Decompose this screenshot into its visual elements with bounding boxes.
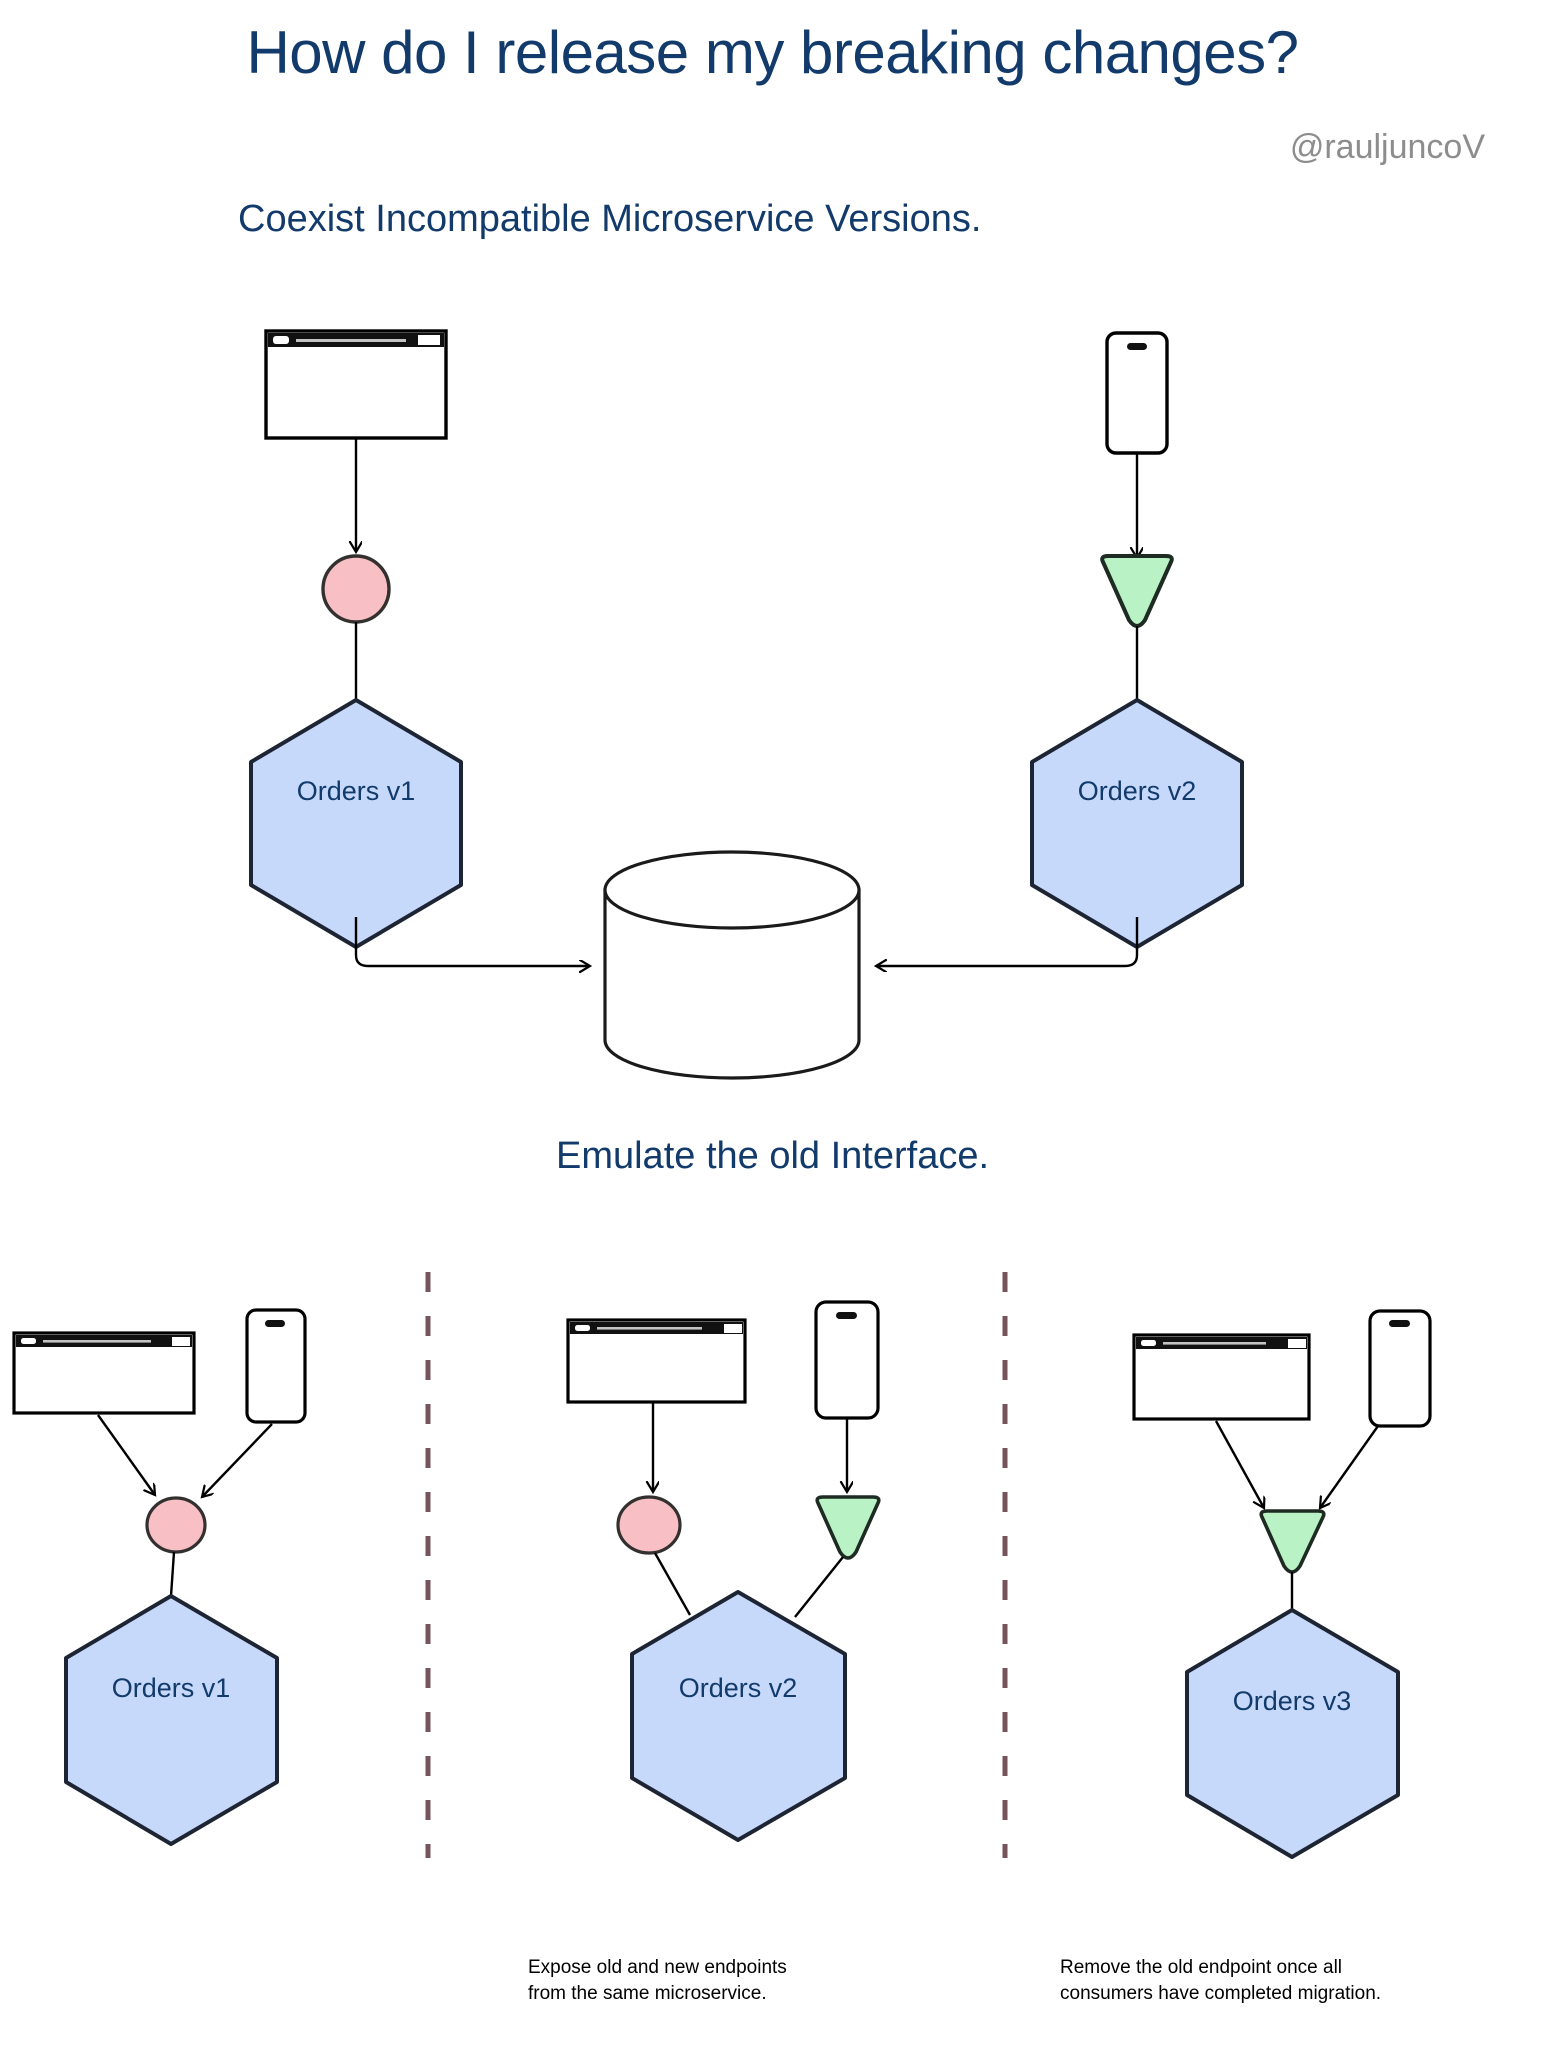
green-triangle-endpoint-icon <box>1259 1509 1326 1574</box>
service-hexagon-orders-v2: Orders v2 <box>630 1590 847 1842</box>
mobile-phone-icon <box>1368 1309 1432 1428</box>
mobile-phone-icon <box>814 1300 880 1420</box>
browser-window-icon <box>1132 1333 1311 1421</box>
service-hexagon-orders-v3: Orders v3 <box>1185 1608 1400 1859</box>
panel-2-caption: Expose old and new endpoints from the sa… <box>528 1957 787 2004</box>
mobile-phone-icon <box>245 1308 307 1424</box>
panel-3: Orders v3 <box>1132 1309 1432 1859</box>
hexagon-label: Orders v1 <box>297 776 416 806</box>
panel-3-caption: Remove the old endpoint once all consume… <box>1060 1957 1382 2004</box>
section-heading-coexist: Coexist Incompatible Microservice Versio… <box>238 198 982 240</box>
hexagon-label: Orders v2 <box>1078 776 1197 806</box>
pink-circle-endpoint-icon <box>321 554 391 624</box>
mobile-phone-icon <box>1105 331 1169 455</box>
pink-circle-endpoint-icon <box>616 1495 682 1555</box>
hexagon-label: Orders v1 <box>112 1673 231 1703</box>
page-title: How do I release my breaking changes? <box>246 19 1299 86</box>
browser-window-icon <box>12 1331 196 1415</box>
pink-circle-endpoint-icon <box>145 1496 207 1554</box>
database-cylinder-icon <box>603 850 861 1080</box>
panel-1: Orders v1 <box>12 1308 307 1846</box>
service-hexagon-orders-v1: Orders v1 <box>64 1594 279 1846</box>
panel-2: Orders v2 <box>566 1300 881 1842</box>
green-triangle-endpoint-icon <box>1100 554 1174 628</box>
hexagon-label: Orders v2 <box>679 1673 798 1703</box>
section-heading-emulate: Emulate the old Interface. <box>555 1135 990 1177</box>
green-triangle-endpoint-icon <box>815 1495 881 1560</box>
author-handle: @rauljuncoV <box>1289 128 1485 166</box>
hexagon-label: Orders v3 <box>1233 1686 1352 1716</box>
service-hexagon-orders-v2: Orders v2 <box>1030 698 1244 949</box>
browser-window-icon <box>566 1318 747 1404</box>
service-hexagon-orders-v1: Orders v1 <box>249 698 463 949</box>
browser-window-icon <box>264 329 448 440</box>
